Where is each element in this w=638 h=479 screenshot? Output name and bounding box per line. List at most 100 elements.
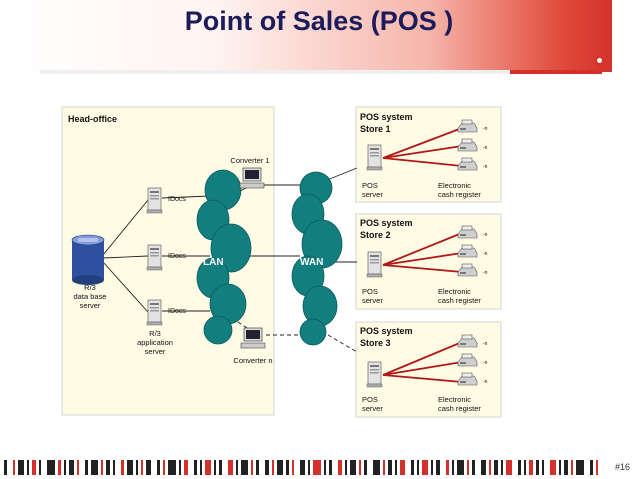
app-server-label-3: server [145,347,166,356]
footer-bar [168,460,176,475]
store-1-pos-server-icon [366,144,383,171]
footer-bar [481,460,486,475]
footer-bar [550,460,556,475]
title-band [0,0,612,72]
store-2-title-1: POS system [360,218,413,228]
store-1-register-label-2: cash register [438,190,481,199]
footer-bar [13,460,15,475]
footer-bar [106,460,110,475]
footer-bar [205,460,211,475]
store-3-register-mark-3: -n [483,379,488,385]
footer-bar [163,460,165,475]
footer-bar [127,460,133,475]
store-3-server-label-2: server [362,404,383,413]
footer-bar [383,460,385,475]
footer-bar [77,460,79,475]
app-server-3-icon [146,299,163,326]
footer-bar [136,460,138,475]
store-3-register-mark-1: -n [483,341,488,347]
store-1-title-2: Store 1 [360,124,391,134]
footer-bar [373,460,380,475]
footer-bar [596,460,598,475]
footer-bar [506,460,512,475]
head-office-label: Head-office [68,114,117,124]
store-3-pos-server-icon [366,361,383,388]
footer-bar [265,460,269,475]
footer-bar [236,460,238,475]
footer-bar [431,460,433,475]
store-1-register-mark-1: -n [483,126,488,132]
db-server-label-2: data base [74,292,107,301]
converter-n-icon [240,327,266,349]
footer-bar [141,460,143,475]
app-server-label-2: application [137,338,173,347]
footer-bar [388,460,392,475]
footer-bar [286,460,289,475]
footer-bar [39,460,41,475]
footer-bar [241,460,248,475]
store-2-server-label-1: POS [362,287,378,296]
footer-bar [400,460,405,475]
database-server-icon [71,234,105,285]
footer-bar [345,460,347,475]
converter-1-icon [239,167,265,189]
footer-bar [219,460,222,475]
footer-bar [27,460,29,475]
footer-bar [4,460,7,475]
footer-bar [18,460,24,475]
footer-bar [452,460,454,475]
store-3-title-1: POS system [360,326,413,336]
footer-bar [446,460,449,475]
footer-barcode-strip [4,460,598,475]
app-server-label-1: R/3 [149,329,161,338]
lan-label: LAN [203,257,224,268]
footer-bar [64,460,66,475]
footer-bar [559,460,561,475]
store-3-title-2: Store 3 [360,338,391,348]
store-2-register-label-1: Electronic [438,287,471,296]
footer-bar [338,460,342,475]
footer-bar [184,460,188,475]
footer-bar [121,460,124,475]
footer-bar [494,460,498,475]
footer-bar [422,460,428,475]
store-2-links [382,232,463,273]
store-1-server-label-2: server [362,190,383,199]
footer-bar [272,460,274,475]
footer-bar [571,460,573,475]
footer-bar [194,460,197,475]
footer-bar [313,460,321,475]
footer-bar [411,460,414,475]
store-3-register-mark-2: -n [483,360,488,366]
footer-bar [529,460,533,475]
footer-bar [58,460,61,475]
idocs-label-3: IDocs [168,308,186,315]
footer-bar [564,460,568,475]
store-2-title-2: Store 2 [360,230,391,240]
store-1-register-mark-2: -n [483,145,488,151]
footer-bar [395,460,397,475]
footer-bar [47,460,55,475]
title-underline-accent [510,70,602,74]
converter-n-label: Converter n [233,356,272,365]
footer-bar [32,460,36,475]
footer-bar [256,460,259,475]
footer-bar [329,460,332,475]
idocs-label-1: IDocs [168,196,186,203]
title-accent-dot [595,56,604,65]
page-number: #16 [614,462,630,472]
app-server-2-icon [146,244,163,271]
footer-bar [417,460,419,475]
store-1-title-1: POS system [360,112,413,122]
wan-cloud [291,171,343,346]
footer-bar [457,460,464,475]
wan-label: WAN [300,257,323,268]
footer-bar [590,460,593,475]
footer-bar [157,460,160,475]
footer-bar [292,460,294,475]
footer-bar [179,460,181,475]
footer-bar [350,460,356,475]
footer-bar [228,460,233,475]
store-2-pos-server-icon [366,251,383,278]
